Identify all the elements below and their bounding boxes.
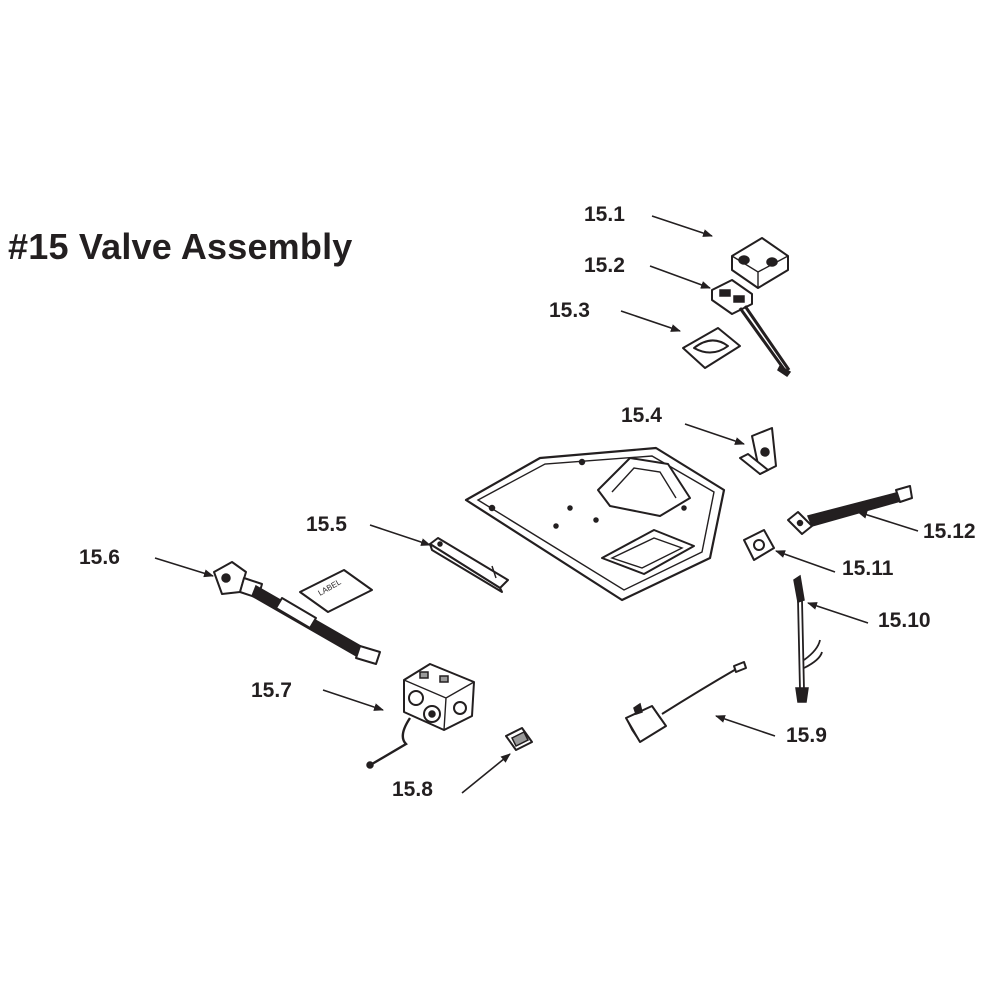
callout-15-9: 15.9 — [786, 724, 827, 747]
main-tray — [464, 446, 726, 602]
callout-15-2: 15.2 — [584, 254, 625, 277]
arrow-15-12 — [857, 510, 919, 532]
callout-15-8: 15.8 — [392, 778, 433, 801]
arrow-15-1 — [651, 215, 713, 237]
callout-15-11: 15.11 — [842, 557, 894, 580]
part-15-10-wire-harness — [793, 574, 823, 703]
part-15-3-gasket — [682, 327, 741, 369]
part-15-4-clip — [739, 427, 777, 475]
part-15-1-block — [731, 237, 789, 289]
callout-15-4: 15.4 — [621, 404, 662, 427]
arrow-15-6 — [154, 557, 214, 578]
callout-15-1: 15.1 — [584, 203, 625, 226]
arrow-15-4 — [684, 423, 745, 445]
callout-15-5: 15.5 — [306, 513, 347, 536]
arrow-15-10 — [807, 602, 869, 624]
callout-15-3: 15.3 — [549, 299, 590, 322]
arrow-15-7 — [322, 689, 384, 711]
part-15-7-gas-valve — [366, 663, 475, 769]
part-15-12-igniter-rod — [787, 485, 913, 535]
part-15-11-grommet — [743, 529, 775, 561]
arrow-15-5 — [369, 524, 431, 546]
part-15-8-fitting — [505, 727, 533, 751]
diagram-title: #15 Valve Assembly — [8, 226, 353, 267]
arrow-15-8 — [461, 753, 511, 794]
arrow-15-9 — [715, 715, 776, 737]
arrow-15-11 — [775, 550, 836, 573]
part-15-9-ac-adapter — [625, 661, 747, 743]
callout-15-7: 15.7 — [251, 679, 292, 702]
part-15-5-angle-bracket — [429, 537, 509, 593]
arrow-15-3 — [620, 310, 681, 332]
callout-15-12: 15.12 — [923, 520, 976, 543]
part-15-2-bracket — [711, 279, 792, 378]
part-15-6-flex-connector: LABEL — [213, 561, 381, 665]
arrow-15-2 — [649, 265, 711, 289]
leader-arrows — [154, 215, 919, 794]
callout-15-6: 15.6 — [79, 546, 120, 569]
callout-15-10: 15.10 — [878, 609, 931, 632]
